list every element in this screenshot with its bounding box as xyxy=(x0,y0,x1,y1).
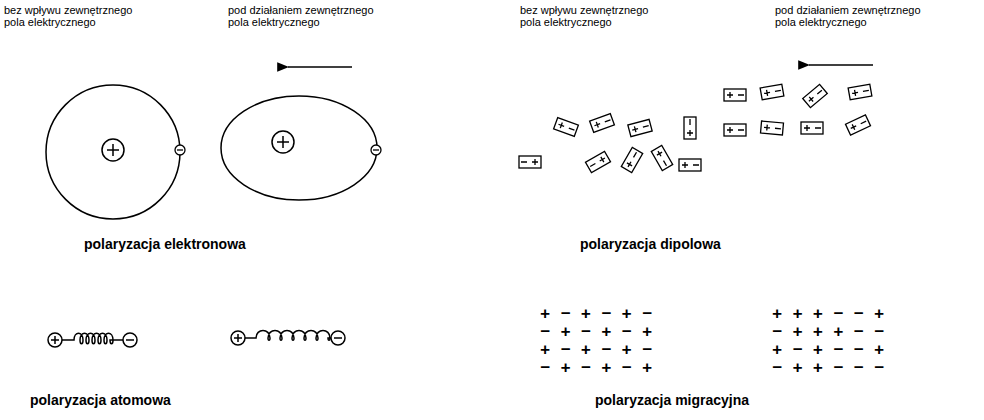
caption: polaryzacja migracyjna xyxy=(595,392,749,408)
charge-row: − + + + − − xyxy=(772,324,884,342)
condition-heading: pod działaniem zewnętrznego pola elektry… xyxy=(228,4,388,28)
stretched-ion-pair-spring xyxy=(231,331,345,346)
condition-heading: pod działaniem zewnętrznego pola elektry… xyxy=(775,4,935,28)
charge-row: + + + − − + xyxy=(772,306,884,324)
charge-row: + − + − − + xyxy=(772,342,884,360)
ion-pair-spring xyxy=(48,333,137,347)
charge-row: + − + − + − xyxy=(540,342,652,360)
charge-row: − + − + − + xyxy=(540,360,652,378)
condition-heading: bez wpływu zewnętrznego pola elektryczne… xyxy=(4,4,144,28)
caption: polaryzacja elektronowa xyxy=(84,236,246,252)
caption: polaryzacja dipolowa xyxy=(580,236,721,252)
deformed-atom-symbol xyxy=(221,96,381,200)
charge-row: + − + − + − xyxy=(540,306,652,324)
atom-symbol xyxy=(46,85,185,219)
charge-row: − + − + − + xyxy=(540,324,652,342)
caption: polaryzacja atomowa xyxy=(30,392,171,408)
field-arrow xyxy=(809,64,873,66)
dipole-symbols xyxy=(519,114,701,173)
charge-row: − + + − − − xyxy=(772,360,884,378)
condition-heading: bez wpływu zewnętrznego pola elektryczne… xyxy=(520,4,660,28)
field-arrow xyxy=(288,66,352,68)
aligned-dipole-symbols xyxy=(724,84,872,136)
